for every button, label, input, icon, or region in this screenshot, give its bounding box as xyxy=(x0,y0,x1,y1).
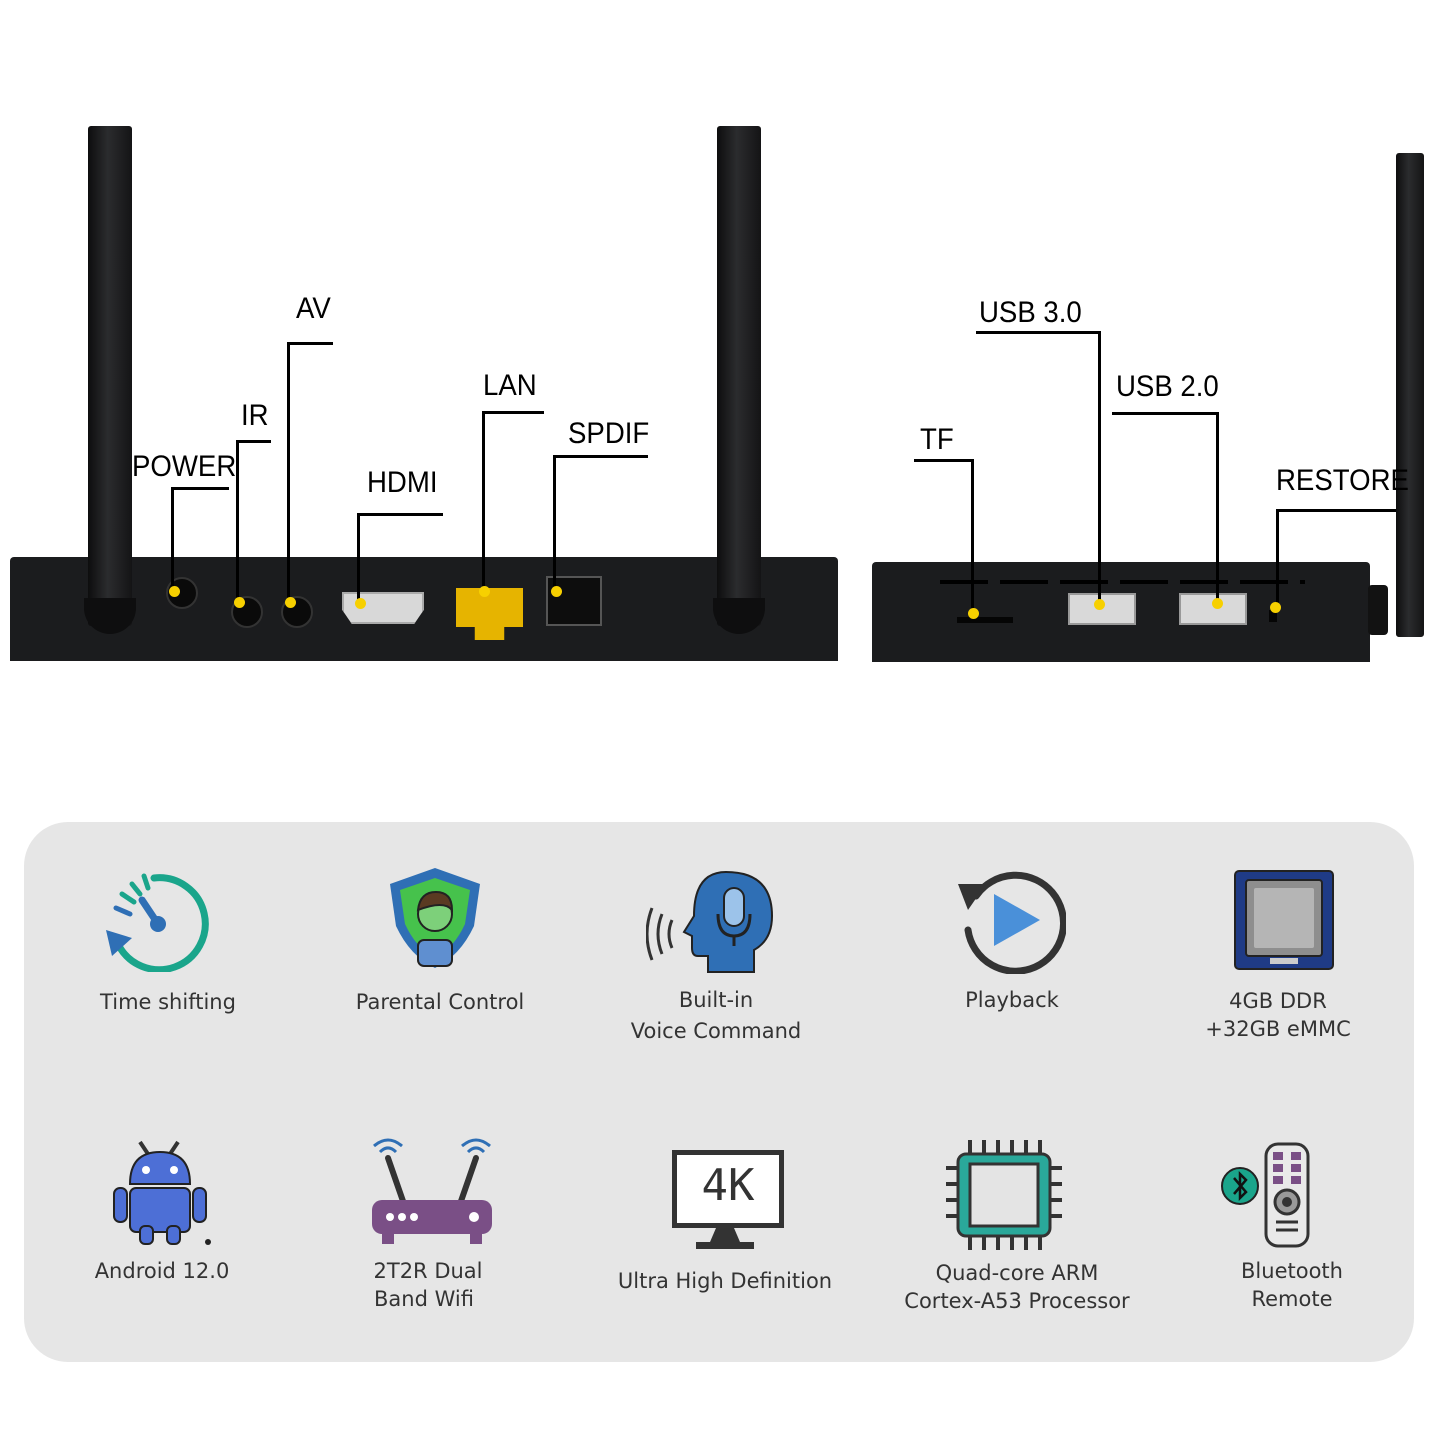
vent-line xyxy=(940,580,1305,584)
feature-label-playback: Playback xyxy=(965,988,1059,1012)
feature-label-memory-2: +32GB eMMC xyxy=(1205,1017,1351,1041)
marker-restore xyxy=(1270,602,1281,613)
label-lan: LAN xyxy=(483,369,537,402)
label-usb3: USB 3.0 xyxy=(979,296,1082,329)
playback-icon xyxy=(958,871,1066,974)
monitor-frame xyxy=(672,1150,784,1228)
leader-ir-h xyxy=(236,440,271,443)
leader-restore-v xyxy=(1276,509,1279,607)
marker-tf xyxy=(968,608,979,619)
feature-label-voice-1: Built-in xyxy=(678,988,754,1012)
monitor-base xyxy=(696,1242,754,1249)
label-spdif: SPDIF xyxy=(568,417,650,450)
marker-power xyxy=(169,586,180,597)
leader-lan-h xyxy=(482,411,544,414)
feature-label-voice-2: Voice Command xyxy=(630,1019,802,1043)
leader-restore-h xyxy=(1276,509,1396,512)
label-av: AV xyxy=(296,292,331,325)
monitor-4k-text: 4K xyxy=(701,1160,755,1211)
feature-label-cpu-2: Cortex-A53 Processor xyxy=(904,1289,1130,1313)
marker-av xyxy=(285,597,296,608)
tf-slot xyxy=(957,617,1013,623)
leader-ir-v xyxy=(236,440,239,602)
feature-label-cpu-1: Quad-core ARM xyxy=(935,1261,1099,1285)
leader-lan-v xyxy=(482,411,485,591)
side-knob xyxy=(1368,585,1388,635)
feature-label-memory-1: 4GB DDR xyxy=(1229,989,1327,1013)
label-tf: TF xyxy=(920,423,954,456)
leader-av-h xyxy=(287,342,333,345)
label-power: POWER xyxy=(132,450,237,483)
antenna-left xyxy=(88,126,132,626)
marker-usb3 xyxy=(1094,599,1105,610)
label-usb2: USB 2.0 xyxy=(1116,370,1219,403)
android-icon xyxy=(113,1140,211,1245)
leader-usb2-v xyxy=(1216,412,1219,603)
feature-label-parental-control: Parental Control xyxy=(355,990,525,1014)
memory-chip-icon xyxy=(1234,870,1334,970)
monitor-stand xyxy=(710,1228,740,1242)
hdmi-port xyxy=(342,592,424,624)
device-body-back xyxy=(10,557,838,661)
feature-label-wifi-2: Band Wifi xyxy=(374,1287,474,1311)
leader-usb3-h xyxy=(976,331,1101,334)
feature-label-remote-1: Bluetooth xyxy=(1241,1259,1343,1283)
leader-power-v xyxy=(171,487,174,591)
antenna-right xyxy=(717,126,761,626)
leader-spdif-h xyxy=(553,455,648,458)
feature-label-android: Android 12.0 xyxy=(94,1259,230,1283)
label-restore: RESTORE xyxy=(1276,464,1409,497)
label-ir: IR xyxy=(241,399,269,432)
time-shifting-icon xyxy=(106,873,209,972)
bluetooth-remote-icon xyxy=(1221,1142,1310,1248)
feature-label-uhd: Ultra High Definition xyxy=(617,1269,833,1293)
antenna-side xyxy=(1396,153,1424,637)
leader-hdmi-h xyxy=(357,513,443,516)
feature-label-wifi-1: 2T2R Dual xyxy=(373,1259,483,1283)
leader-power-h xyxy=(171,487,229,490)
leader-av-v xyxy=(287,342,290,602)
leader-tf-h xyxy=(914,459,974,462)
restore-hole xyxy=(1269,610,1277,622)
marker-usb2 xyxy=(1212,598,1223,609)
leader-usb3-v xyxy=(1098,331,1101,603)
feature-label-remote-2: Remote xyxy=(1251,1287,1333,1311)
feature-label-time-shifting: Time shifting xyxy=(100,990,236,1014)
marker-spdif xyxy=(551,586,562,597)
usb2-port xyxy=(1179,593,1247,625)
leader-usb2-h xyxy=(1112,412,1219,415)
parental-control-icon xyxy=(390,868,480,968)
marker-lan xyxy=(479,586,490,597)
voice-command-icon xyxy=(646,870,774,973)
wifi-router-icon xyxy=(372,1138,492,1244)
leader-tf-v xyxy=(971,459,974,613)
monitor-4k-icon: 4K xyxy=(670,1148,784,1254)
marker-ir xyxy=(234,597,245,608)
processor-chip-icon xyxy=(946,1140,1062,1250)
leader-spdif-v xyxy=(553,455,556,591)
leader-hdmi-v xyxy=(357,513,360,603)
label-hdmi: HDMI xyxy=(367,466,438,499)
marker-hdmi xyxy=(355,598,366,609)
